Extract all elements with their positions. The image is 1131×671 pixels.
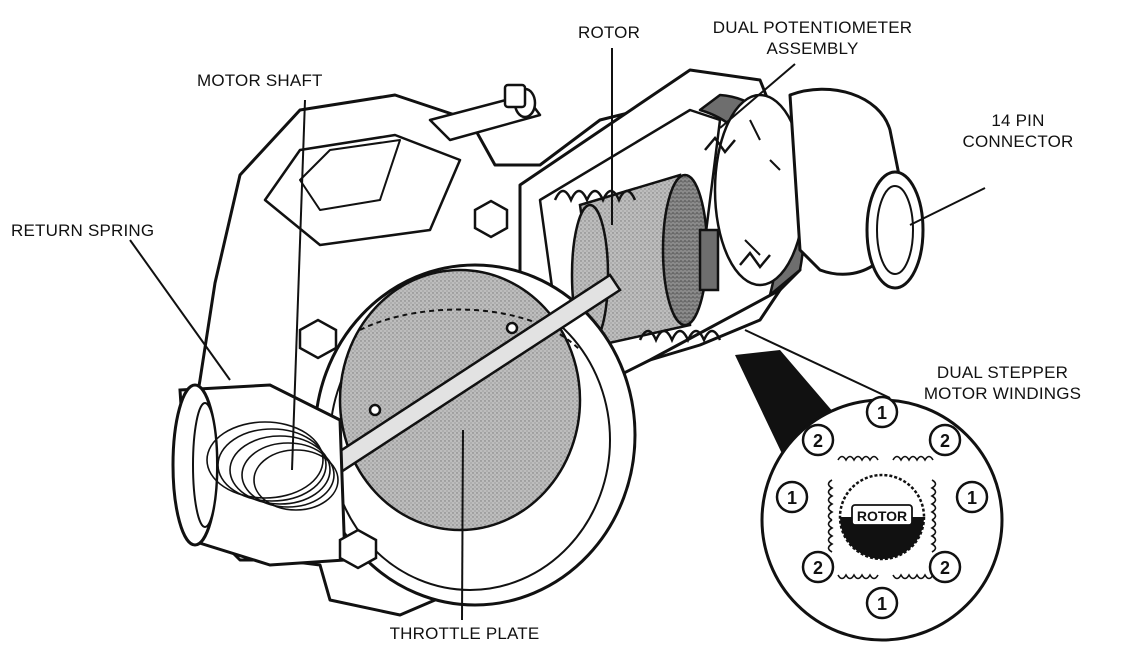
label-dual-potentiometer: DUAL POTENTIOMETER ASSEMBLY bbox=[700, 17, 925, 59]
label-rotor-text: ROTOR bbox=[578, 23, 641, 42]
label-throttle-plate: THROTTLE PLATE bbox=[372, 623, 557, 644]
label-throttle-plate-text: THROTTLE PLATE bbox=[389, 624, 540, 643]
pole-marker: 2 bbox=[928, 423, 962, 457]
label-dual-potentiometer-line1: DUAL POTENTIOMETER bbox=[712, 18, 913, 37]
pole-marker: 2 bbox=[801, 550, 835, 584]
pole-marker: 1 bbox=[955, 480, 989, 514]
svg-text:2: 2 bbox=[813, 558, 823, 578]
label-14-pin-line2: CONNECTOR bbox=[962, 132, 1074, 151]
stepper-windings bbox=[553, 135, 771, 344]
svg-text:2: 2 bbox=[940, 431, 950, 451]
pole-marker: 2 bbox=[801, 423, 835, 457]
label-dual-stepper-motor-windings: DUAL STEPPER MOTOR WINDINGS bbox=[880, 362, 1125, 404]
bolts bbox=[298, 199, 509, 570]
inset-rotor-label: ROTOR bbox=[857, 508, 907, 524]
svg-text:2: 2 bbox=[813, 431, 823, 451]
inlet-and-spring bbox=[171, 383, 347, 567]
leader-lines bbox=[129, 48, 986, 621]
pole-marker: 2 bbox=[928, 550, 962, 584]
connector-body bbox=[788, 87, 925, 290]
label-14-pin-connector: 14 PIN CONNECTOR bbox=[943, 110, 1093, 152]
svg-text:1: 1 bbox=[877, 594, 887, 614]
svg-text:1: 1 bbox=[877, 403, 887, 423]
label-return-spring: RETURN SPRING bbox=[11, 220, 154, 241]
rotor-inset: ROTOR 1 2 1 2 1 bbox=[760, 395, 1004, 642]
label-dual-stepper-line2: MOTOR WINDINGS bbox=[923, 384, 1082, 403]
label-return-spring-text: RETURN SPRING bbox=[11, 221, 155, 240]
pole-markers: 1 2 1 2 1 2 1 bbox=[775, 395, 989, 620]
label-motor-shaft: MOTOR SHAFT bbox=[197, 70, 323, 91]
pole-marker: 1 bbox=[865, 586, 899, 620]
pole-marker: 1 bbox=[775, 480, 809, 514]
label-dual-potentiometer-line2: ASSEMBLY bbox=[766, 39, 859, 58]
pole-marker: 1 bbox=[865, 395, 899, 429]
svg-text:1: 1 bbox=[967, 488, 977, 508]
label-dual-stepper-line1: DUAL STEPPER bbox=[936, 363, 1069, 382]
label-rotor: ROTOR bbox=[578, 22, 640, 43]
rotor-cylinder bbox=[570, 173, 720, 347]
svg-text:2: 2 bbox=[940, 558, 950, 578]
label-14-pin-line1: 14 PIN bbox=[991, 111, 1045, 130]
svg-text:1: 1 bbox=[787, 488, 797, 508]
label-motor-shaft-text: MOTOR SHAFT bbox=[197, 71, 323, 90]
